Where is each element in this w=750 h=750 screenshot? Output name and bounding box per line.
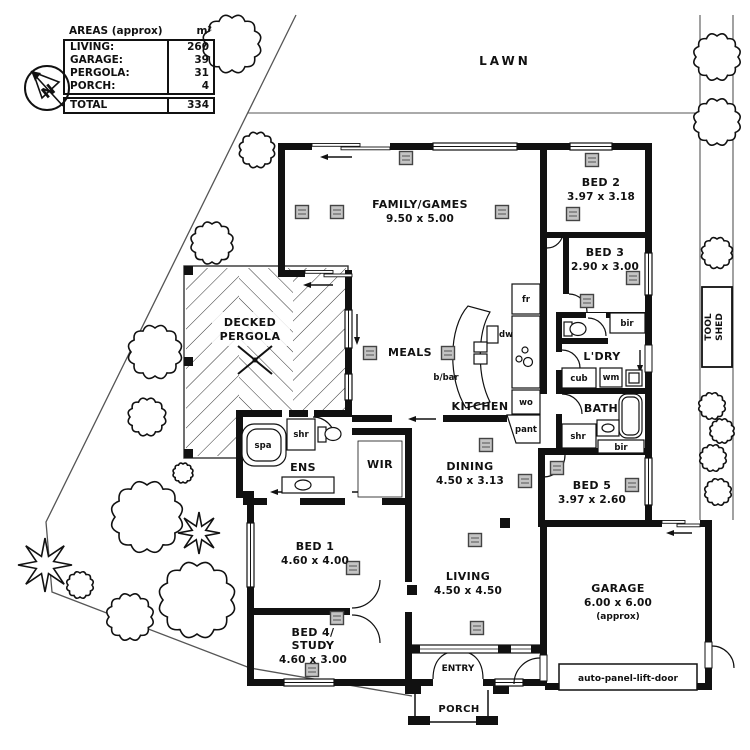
areas-table: AREAS (approx) m² LIVING: 260 GARAGE: 39… [63,25,215,114]
bath-shower-label: shr [570,432,586,442]
wall-oven-icon [511,389,541,415]
ens-shower-label: shr [293,430,309,440]
fridge-label: fr [522,295,531,305]
family-dims: 9.50 x 5.00 [386,213,454,225]
family-label: FAMILY/GAMES [372,198,468,211]
total-label: TOTAL [70,99,108,111]
bed1-dims: 4.60 x 4.00 [281,555,349,567]
robe-bed5-label: bir [614,443,628,453]
bath-label: BATH [584,402,618,415]
north-compass: N [24,65,70,111]
bed3-label: BED 3 [586,246,625,259]
bed2-dims: 3.97 x 3.18 [567,191,635,203]
bed5-dims: 3.97 x 2.60 [558,494,626,506]
lawn-label: LAWN [479,54,531,68]
sliding-doors [304,143,701,528]
laundry-label: L'DRY [583,350,621,363]
windows [246,142,653,687]
row-value: 4 [167,80,213,93]
pergola-label-2: PERGOLA [220,330,281,343]
garage-door-label: auto-panel-lift-door [578,674,678,684]
garage-dims: 6.00 x 6.00 [584,597,652,609]
washing-machine-icon [599,367,623,388]
pantry-label: pant [515,425,537,435]
areas-table-total: TOTAL 334 [63,97,215,114]
bed4-dims: 4.60 x 3.00 [279,654,347,666]
spa-label: spa [255,441,272,451]
wir-shelving-icon [357,440,403,498]
robe-bed3-icon [609,312,646,334]
garage-note: (approx) [596,612,640,622]
ens-label: ENS [290,461,316,474]
tool-shed: TOOL SHED [701,286,733,368]
bath-shower-icon [561,423,597,449]
bed1-label: BED 1 [296,540,335,553]
areas-table-unit: m² [196,25,212,37]
porch-structure [405,686,509,725]
fixtures [241,283,646,498]
garage-door: auto-panel-lift-door [558,663,698,691]
meals-label: MEALS [388,346,432,359]
table-row-total: TOTAL 334 [65,99,213,112]
entry-label: ENTRY [442,664,475,674]
washing-machine-label: wm [603,373,620,383]
bed5-label: BED 5 [573,479,612,492]
pantry-icon [506,414,541,444]
cooktop-icon [521,346,529,354]
tool-shed-label-2: SHED [715,313,725,341]
breakfast-bar-label: b/bar [433,373,459,383]
bed2-label: BED 2 [582,176,621,189]
ceiling-fan-icon [237,345,273,375]
row-label: PORCH: [70,80,116,92]
robe-bed3-label: bir [620,319,634,329]
total-value: 334 [167,99,213,112]
wall-oven-label: wo [519,398,533,408]
pergola-label-1: DECKED [224,316,276,329]
row-label: GARAGE: [70,54,123,66]
dining-label: DINING [446,460,493,473]
island-bench-icon [452,305,491,409]
tool-shed-label-1: TOOL [704,313,714,340]
bed4-label-2: STUDY [292,639,335,652]
table-row: PERGOLA: 31 [65,67,213,80]
laundry-cupboard-icon [561,367,597,389]
cupboard-label: cub [570,374,587,384]
table-row: GARAGE: 39 [65,54,213,67]
walls [236,143,712,690]
areas-table-body: LIVING: 260 GARAGE: 39 PERGOLA: 31 PORCH… [63,39,215,95]
kitchen-bench-icon [511,315,541,389]
wir-label: WIR [367,458,393,471]
bed4-label-1: BED 4/ [292,626,336,639]
living-label: LIVING [446,570,490,583]
porch-label: PORCH [438,704,479,715]
dining-dims: 4.50 x 3.13 [436,475,504,487]
robe-bed5-icon [597,439,645,454]
fridge-icon [511,283,541,315]
dishwasher-label: dw [499,330,513,340]
room-labels: FAMILY/GAMES 9.50 x 5.00 BED 2 3.97 x 3.… [279,176,652,715]
downlights [294,150,641,678]
row-label: LIVING: [70,41,115,53]
table-row: PORCH: 4 [65,80,213,93]
sink-icon [473,341,488,353]
garage-label: GARAGE [591,582,644,595]
entry-half-wall [407,644,541,654]
living-dims: 4.50 x 4.50 [434,585,502,597]
kitchen-label: KITCHEN [452,400,509,413]
areas-table-title: AREAS (approx) [69,25,163,37]
row-value: 31 [167,67,213,80]
door-gaps [392,294,713,682]
row-value: 39 [167,54,213,67]
row-label: PERGOLA: [70,67,130,79]
bed3-dims: 2.90 x 3.00 [571,261,639,273]
table-row: LIVING: 260 [65,41,213,54]
ens-shower-icon [286,418,316,451]
row-value: 260 [167,41,213,54]
fixture-labels: fr dw b/bar wo pant cub wm bir bir shr s… [255,295,635,453]
dishwasher-icon [486,325,499,344]
